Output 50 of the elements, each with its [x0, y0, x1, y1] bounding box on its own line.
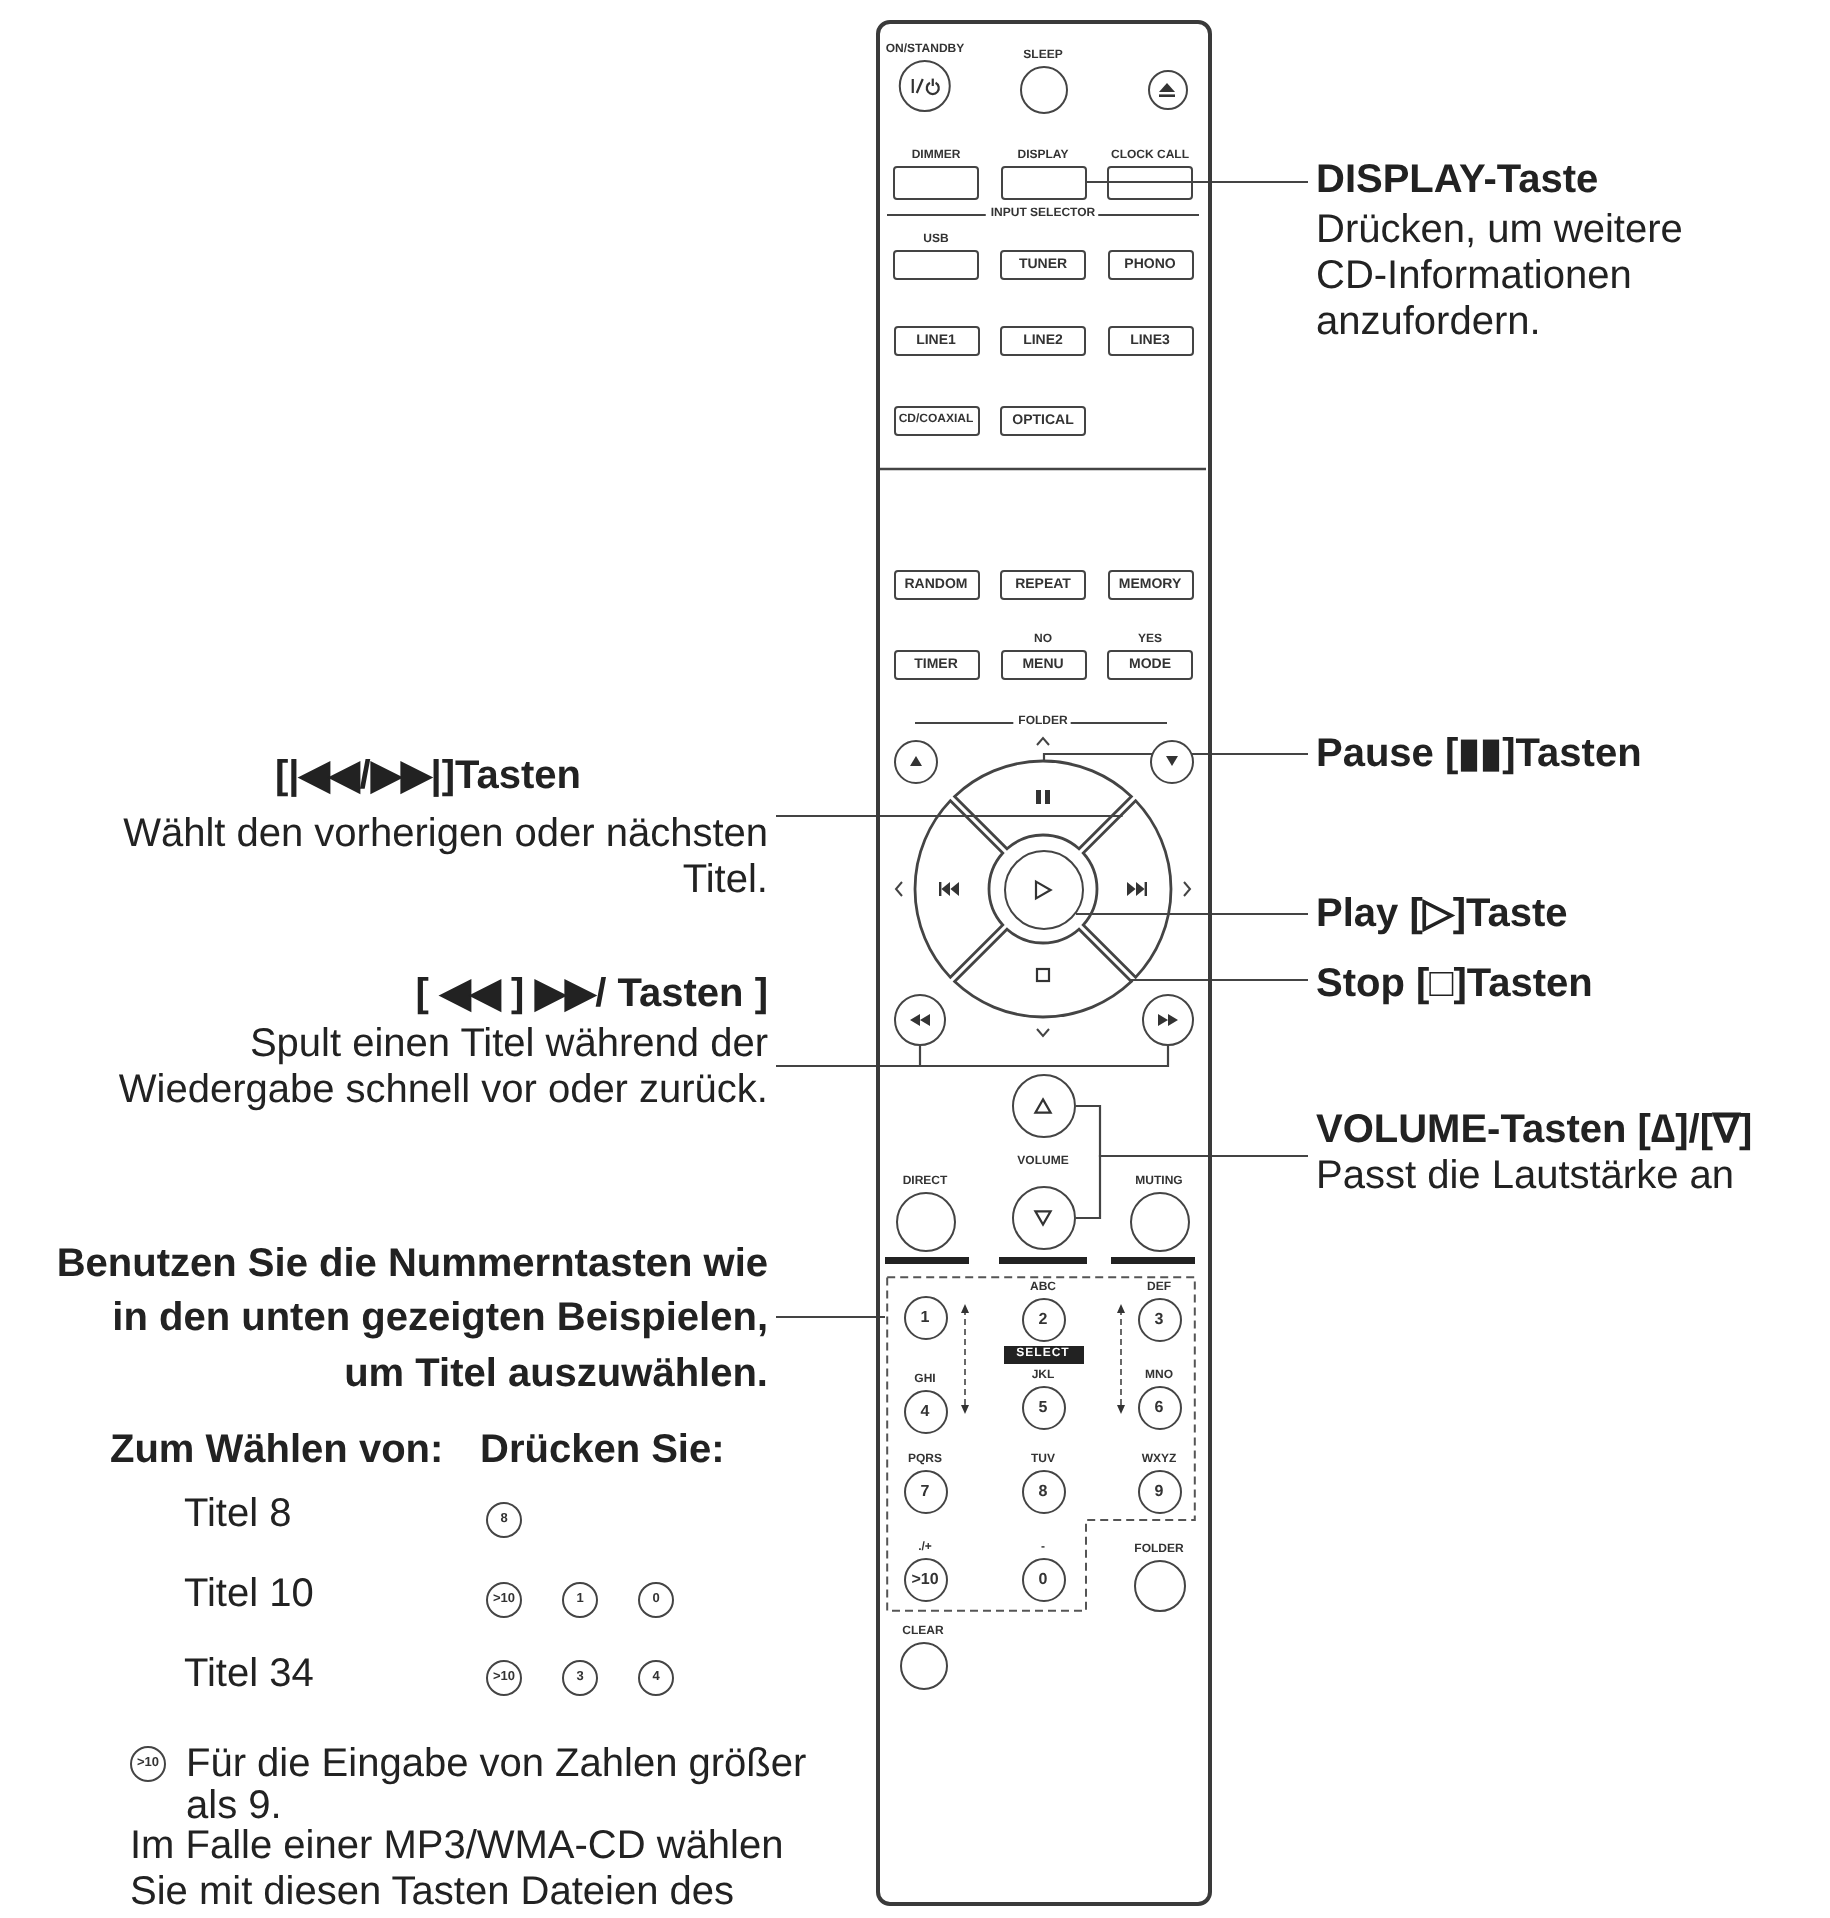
ring-button — [953, 759, 1133, 851]
ring-button — [953, 927, 1133, 1019]
number-key: 2 — [1021, 1297, 1065, 1341]
number-key: 0 — [1021, 1557, 1065, 1601]
number-key: 4 — [903, 1389, 947, 1433]
number-key: 9 — [1137, 1469, 1181, 1513]
leader-line — [776, 814, 1123, 818]
round-button — [1003, 849, 1083, 929]
number-key: 6 — [1137, 1385, 1181, 1429]
row-label: Titel 34 — [184, 1651, 314, 1697]
ring-button — [1081, 799, 1173, 979]
note-text: Für die Eingabe von Zahlen größer als 9. — [186, 1743, 809, 1827]
callout-text: Benutzen Sie die Nummerntasten wie in den unten gezeigten Beispielen, um Titel auszuwählen. — [44, 1237, 776, 1402]
callout-text: Stop [□]Tasten — [1308, 961, 1593, 1007]
round-button — [1011, 1185, 1075, 1249]
row-label: Titel 10 — [184, 1571, 314, 1617]
callout-heading: [|◀◀/▶▶|]Tasten — [272, 753, 584, 799]
round-button — [1149, 739, 1193, 783]
ring-button — [913, 799, 1005, 979]
callout-heading: [ ◀◀ ] ▶▶/ Tasten ] — [413, 971, 768, 1017]
round-button — [893, 993, 945, 1045]
row-label: Titel 8 — [184, 1491, 292, 1537]
column-heading: Drücken Sie: — [480, 1427, 725, 1473]
leader-line — [1129, 978, 1308, 982]
leader-line — [776, 1046, 1170, 1068]
round-button — [893, 739, 937, 783]
number-key: >10 — [903, 1557, 947, 1601]
column-heading: Zum Wählen von: — [110, 1427, 444, 1473]
number-key: 8 — [1021, 1469, 1065, 1513]
number-key: 1 — [903, 1295, 947, 1339]
callout-text: Spult einen Titel während der Wiedergabe schnell vor oder zurück. — [116, 1021, 768, 1113]
number-key: 3 — [1137, 1297, 1181, 1341]
round-button — [1147, 69, 1187, 109]
number-key: 5 — [1021, 1385, 1065, 1429]
callout-text: Drücken, um weitere CD-Informationen anzufordern. — [1316, 207, 1685, 345]
callout-heading: DISPLAY-Taste — [1316, 157, 1601, 203]
callout-heading: VOLUME-Tasten [∆]/[∇] — [1316, 1107, 1753, 1153]
callout-text: Passt die Lautstärke an — [1316, 1153, 1737, 1199]
callout-text: Pause [▮▮]Tasten — [1308, 731, 1642, 777]
round-button — [1141, 993, 1193, 1045]
leader-line — [1086, 180, 1308, 184]
leader-line — [776, 1315, 885, 1319]
leader-line — [1042, 752, 1308, 762]
round-button — [1011, 1073, 1075, 1137]
leader-line — [1076, 1154, 1308, 1220]
callout-text: Play [▷]Taste — [1308, 891, 1568, 937]
number-key: 7 — [903, 1469, 947, 1513]
remote-control-body — [876, 20, 1212, 1906]
note-text: Im Falle einer MP3/WMA-CD wählen Sie mit diesen Tasten Dateien des — [130, 1823, 786, 1915]
callout-text: Wählt den vorherigen oder nächsten Titel. — [121, 811, 768, 903]
